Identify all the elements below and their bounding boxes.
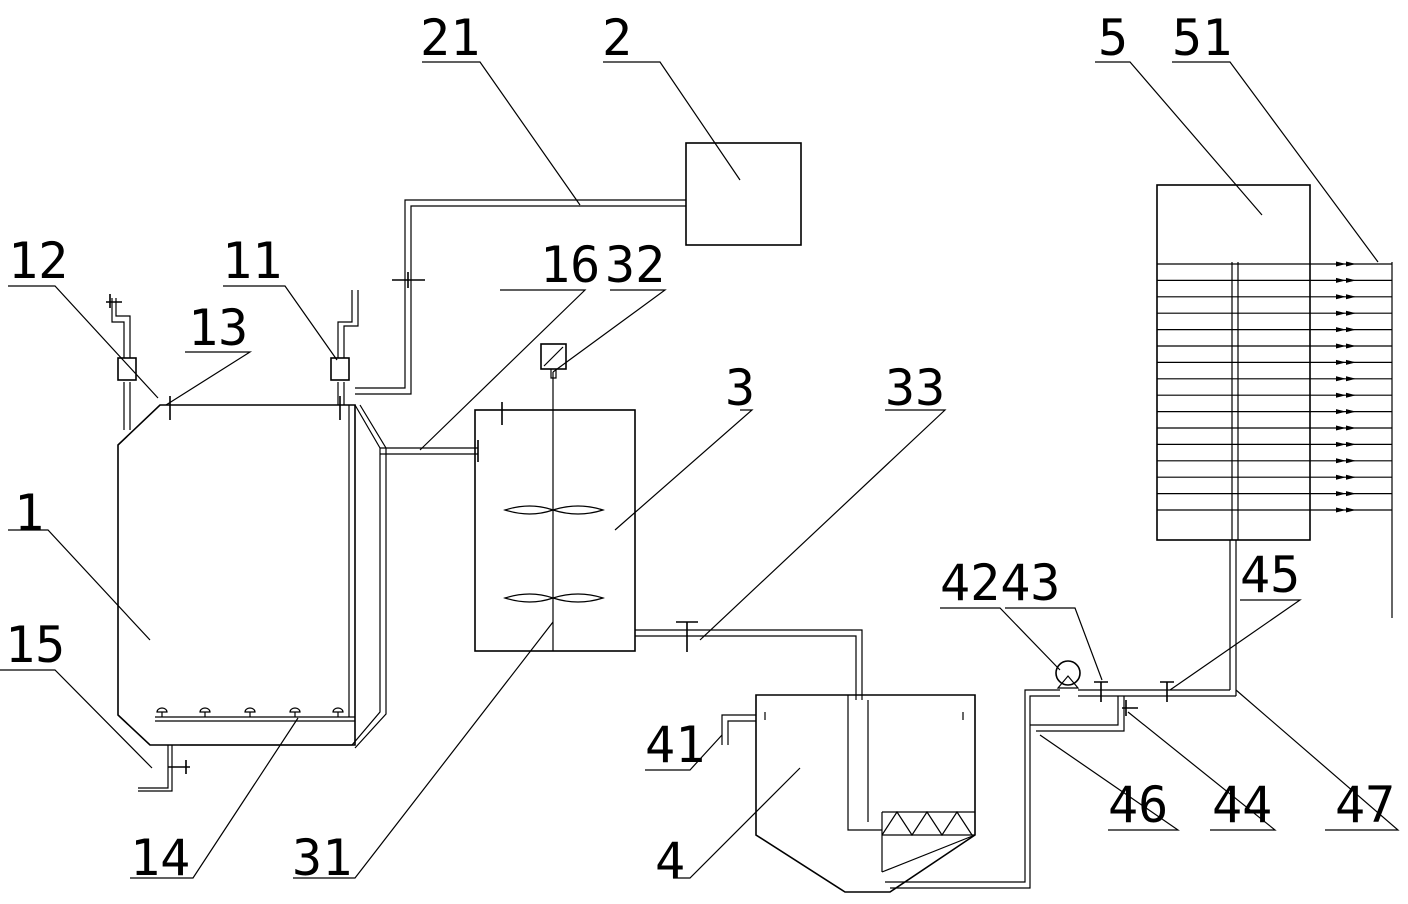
label-14: 14 <box>130 829 190 887</box>
nozzle-marker <box>1336 392 1356 398</box>
unit-box-2 <box>685 142 802 246</box>
nozzle-marker <box>1336 261 1356 267</box>
label-47: 47 <box>1335 776 1395 834</box>
nozzle-marker <box>1336 376 1356 382</box>
nozzle-marker <box>1336 425 1356 431</box>
label-13: 13 <box>188 299 248 357</box>
pipe-16 <box>180 404 479 749</box>
valves-43-44-45 <box>1078 681 1236 716</box>
bottom-drain-pipe <box>138 745 190 792</box>
label-2: 2 <box>602 9 632 67</box>
distribution-unit-5 <box>1156 184 1393 618</box>
pipe-41 <box>721 714 756 745</box>
sludge-return-pipe <box>885 689 1125 889</box>
nozzle-marker <box>1336 327 1356 333</box>
aeration-nozzles <box>156 707 344 717</box>
label-33: 33 <box>885 359 945 417</box>
manifold-lines <box>1157 261 1392 513</box>
reactor-tank-1 <box>117 404 356 746</box>
nozzle-marker <box>1336 441 1356 447</box>
label-31: 31 <box>292 829 352 887</box>
nozzle-marker <box>1336 294 1356 300</box>
label-15: 15 <box>5 616 65 674</box>
label-16: 16 <box>540 236 600 294</box>
label-45: 45 <box>1240 546 1300 604</box>
inlet-valve-12 <box>106 294 137 430</box>
nozzle-marker <box>1336 458 1356 464</box>
pipe-47 <box>1229 540 1237 696</box>
label-44: 44 <box>1212 776 1272 834</box>
label-4: 4 <box>655 832 685 890</box>
label-51: 51 <box>1172 9 1232 67</box>
leader-lines <box>0 61 1400 879</box>
label-46: 46 <box>1108 776 1168 834</box>
label-3: 3 <box>725 359 755 417</box>
label-12: 12 <box>8 232 68 290</box>
pipe-33 <box>635 621 863 700</box>
label-5: 5 <box>1098 9 1128 67</box>
pipe-21 <box>355 199 686 395</box>
nozzle-marker <box>1336 277 1356 283</box>
nozzle-marker <box>1336 409 1356 415</box>
inlet-valve-11 <box>330 290 359 420</box>
nozzle-marker <box>1336 491 1356 497</box>
callout-labels: 1 2 3 4 5 11 12 13 14 15 16 21 31 32 33 … <box>5 9 1395 890</box>
nozzle-marker <box>1336 359 1356 365</box>
label-4243: 4243 <box>940 554 1060 612</box>
label-41: 41 <box>645 716 705 774</box>
nozzle-marker <box>1336 507 1356 513</box>
label-11: 11 <box>222 232 282 290</box>
label-1: 1 <box>14 484 44 542</box>
nozzle-marker <box>1336 474 1356 480</box>
label-32: 32 <box>605 236 665 294</box>
mixing-tank-3 <box>474 343 636 652</box>
label-21: 21 <box>420 9 480 67</box>
nozzle-marker <box>1336 310 1356 316</box>
pump-42 <box>1055 660 1081 689</box>
settling-tank-4 <box>755 694 976 893</box>
nozzle-marker <box>1336 343 1356 349</box>
